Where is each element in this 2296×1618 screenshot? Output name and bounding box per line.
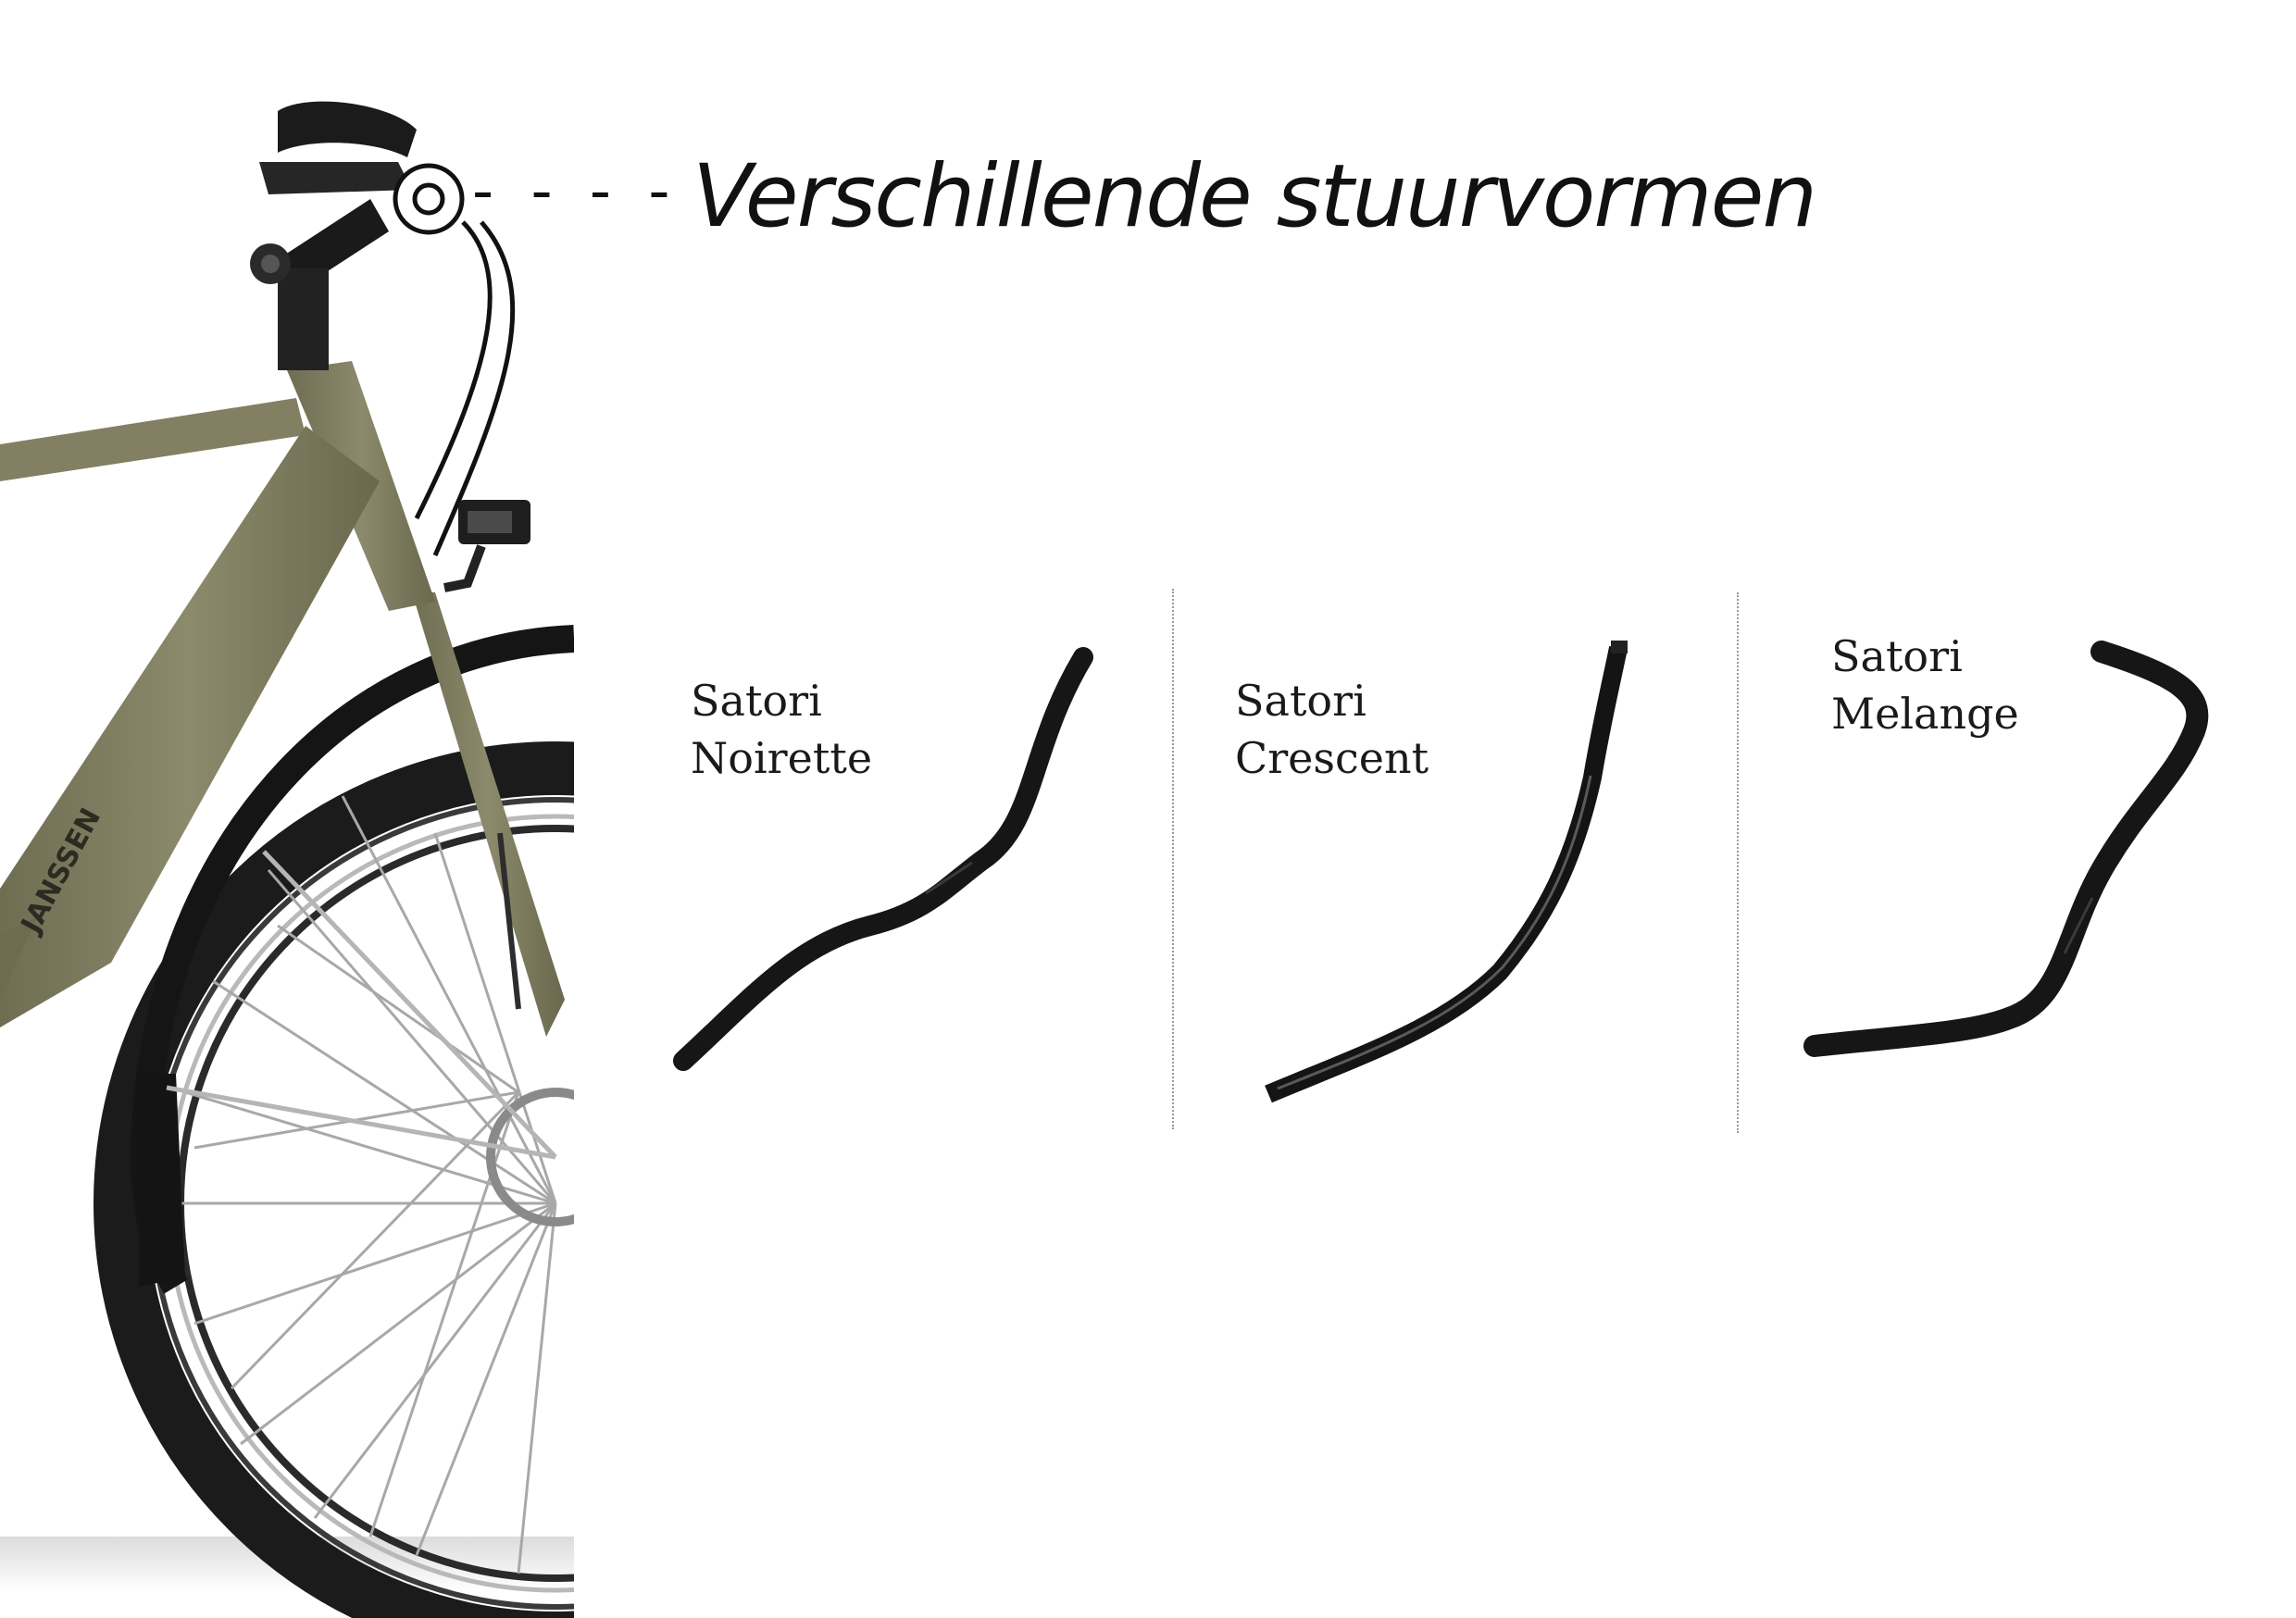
label-line-1: Satori	[1235, 676, 1366, 726]
label-line-2: Crescent	[1235, 733, 1429, 783]
handlebar-label-crescent: Satori Crescent	[1235, 672, 1429, 787]
fork	[412, 592, 565, 1037]
handlebar-label-noirette: Satori Noirette	[691, 672, 872, 787]
handlebar-noirette-image	[673, 647, 1093, 1071]
label-line-1: Satori	[691, 676, 822, 726]
top-tube	[0, 398, 306, 481]
mudflap	[139, 1074, 185, 1287]
label-line-2: Noirette	[691, 733, 873, 783]
handlebar-melange-image	[1803, 641, 2209, 1057]
callout-marker	[393, 163, 465, 235]
steerer	[278, 268, 329, 370]
chainstay-hint	[0, 916, 37, 1000]
page-title: Verschillende stuurvormen	[693, 146, 1817, 247]
down-tube	[0, 426, 380, 1027]
handlebar-label-melange: Satori Melange	[1831, 628, 2019, 742]
handlebar-grip	[278, 101, 417, 157]
brake-lever	[259, 162, 412, 194]
label-line-1: Satori	[1831, 631, 1963, 681]
callout-connector: - - - -	[472, 157, 680, 226]
bike-front-photo: JANSSEN	[0, 101, 574, 1618]
column-divider	[1172, 589, 1174, 1129]
handlebar-crescent-image	[1265, 641, 1628, 1103]
front-wheel	[94, 741, 574, 1618]
column-divider	[1737, 592, 1739, 1133]
label-line-2: Melange	[1831, 689, 2019, 739]
